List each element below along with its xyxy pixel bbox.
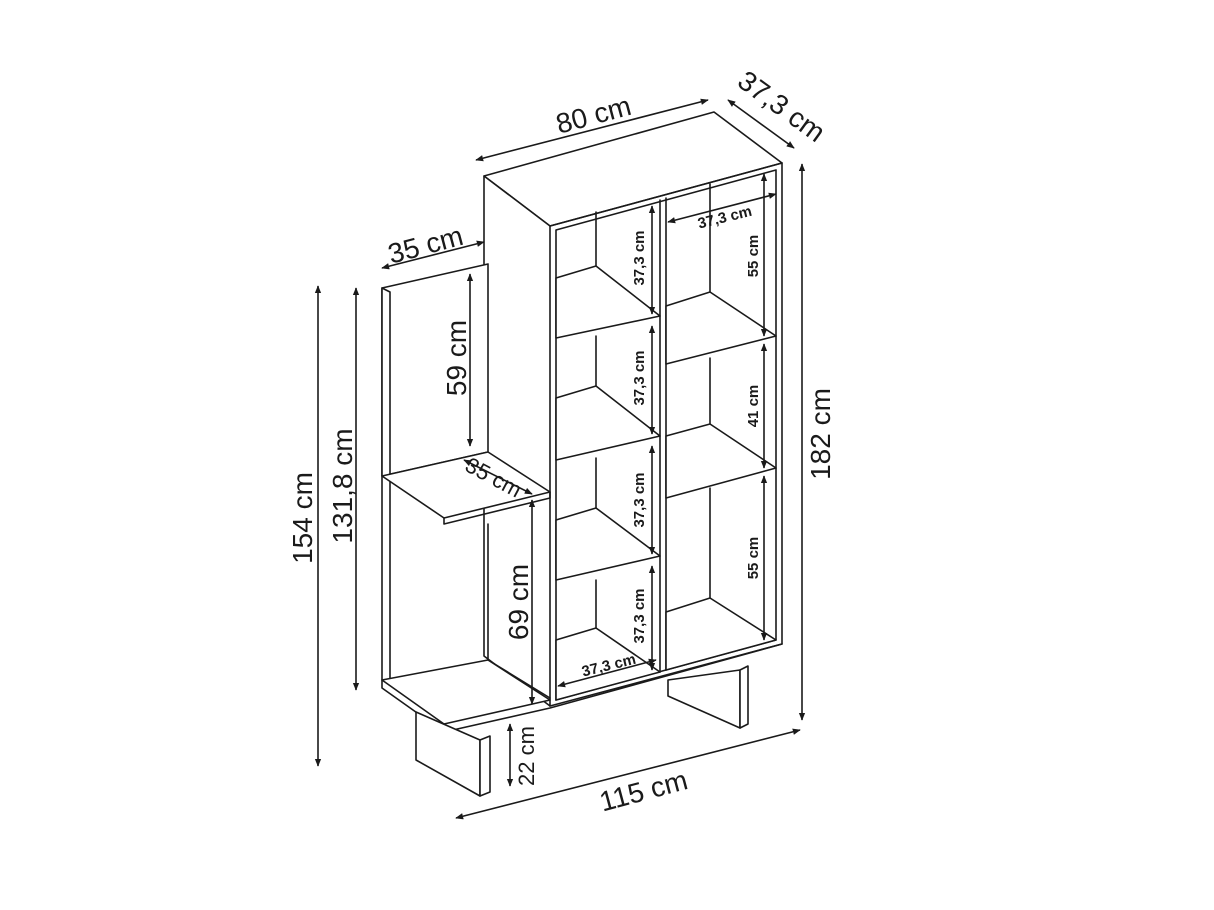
dim-total-width-line (455, 728, 801, 820)
dim-right-col-width-line (667, 192, 777, 224)
main-cabinet-divider (659, 197, 667, 673)
side-unit-middle-shelf-front (443, 491, 551, 525)
leg-left-front (479, 735, 491, 797)
right-column-shelf-2 (665, 423, 777, 499)
label-leg-height: 22 cm (514, 726, 539, 786)
side-unit-bottom-shelf (381, 659, 551, 725)
label-total-width: 115 cm (596, 764, 691, 817)
label-left-cell-2: 37,3 cm (631, 350, 648, 405)
leg-left (415, 711, 481, 797)
leg-right (667, 669, 741, 729)
label-total-height-left: 154 cm (287, 472, 318, 564)
label-right-upper: 55 cm (745, 235, 762, 278)
label-side-upper-height: 59 cm (441, 320, 472, 396)
label-right-middle: 41 cm (745, 385, 762, 428)
label-top-depth: 37,3 cm (732, 65, 831, 149)
label-side-lower-height: 69 cm (503, 564, 534, 640)
label-total-height-right: 182 cm (805, 388, 836, 480)
right-column-shelf-3 (665, 597, 777, 671)
bookshelf-drawing (381, 111, 783, 797)
leg-right-front (739, 665, 749, 729)
dim-left-col-width-line (557, 658, 657, 688)
dim-top-depth-line (727, 99, 795, 149)
label-left-cell-3: 37,3 cm (631, 472, 648, 527)
label-side-unit-height: 131,8 cm (327, 428, 358, 543)
label-left-cell-4: 37,3 cm (631, 588, 648, 643)
main-cabinet-front (549, 162, 783, 707)
main-cabinet-back-edges (595, 183, 711, 629)
dimension-lines (314, 98, 806, 820)
label-right-lower: 55 cm (745, 537, 762, 580)
dim-side-depth-line (381, 240, 485, 270)
side-unit-back-panel (381, 263, 489, 477)
label-left-cell-1: 37,3 cm (631, 230, 648, 285)
side-unit-upright (381, 287, 391, 685)
left-column-shelf-3 (555, 507, 661, 581)
dim-top-width-line (475, 98, 709, 162)
label-side-depth: 35 cm (385, 220, 467, 270)
left-column-shelf-2 (555, 385, 661, 461)
dim-side-shelf-line (463, 459, 533, 495)
right-column-shelf-1 (665, 291, 777, 365)
label-top-width: 80 cm (553, 90, 635, 140)
left-column-shelf-1 (555, 265, 661, 339)
